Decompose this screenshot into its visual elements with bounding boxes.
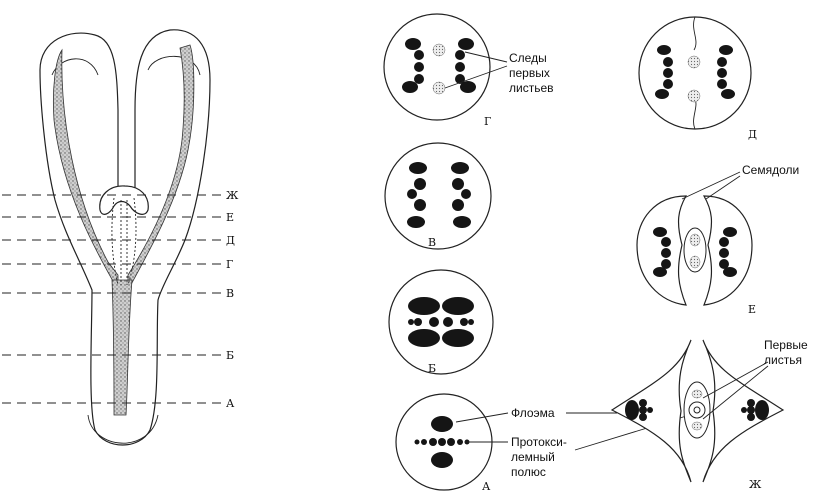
- level-label-zh: Ж: [226, 189, 239, 202]
- section-label-d: Д: [748, 128, 757, 141]
- seedling-longitudinal-section: [39, 29, 211, 446]
- level-label-v: В: [226, 287, 234, 300]
- first-leaves-annotation: Первые листья: [702, 338, 808, 420]
- section-label-a: А: [482, 480, 491, 493]
- level-label-e: Е: [226, 211, 234, 224]
- leaf-traces-line3: листьев: [509, 81, 554, 95]
- first-leaves-line1: Первые: [764, 338, 808, 352]
- level-label-d: Д: [226, 234, 235, 247]
- level-label-b: Б: [226, 349, 234, 362]
- section-d: Д: [638, 16, 757, 141]
- first-leaves-line2: листья: [764, 353, 802, 367]
- section-label-g: Г: [484, 115, 491, 128]
- cotyledons-annotation: Семядоли: [681, 163, 799, 200]
- section-label-b: Б: [428, 362, 436, 375]
- section-level-lines: [2, 194, 222, 404]
- protoxylem-line1: Протокси-: [511, 435, 567, 449]
- section-b: Б: [388, 269, 494, 375]
- level-label-a: А: [226, 397, 235, 410]
- leaf-traces-line1: Следы: [509, 51, 547, 65]
- section-level-labels: Ж Е Д Г В Б А: [226, 189, 239, 410]
- section-e: Е: [636, 195, 756, 316]
- phloem-annotation: Флоэма: [455, 406, 617, 423]
- section-a: А: [395, 393, 493, 493]
- protoxylem-line3: полюс: [511, 465, 546, 479]
- leaf-traces-annotation: Следы первых листьев: [444, 51, 554, 95]
- section-label-v: В: [428, 236, 436, 249]
- section-label-e: Е: [748, 303, 756, 316]
- section-label-zh: Ж: [749, 478, 762, 491]
- level-label-g: Г: [226, 258, 233, 271]
- protoxylem-annotation: Протокси- лемный полюс: [465, 413, 694, 479]
- section-zh: Ж: [610, 339, 785, 491]
- leaf-traces-line2: первых: [509, 66, 550, 80]
- cotyledons-label: Семядоли: [742, 163, 799, 177]
- section-g: Г: [383, 13, 491, 128]
- phloem-label: Флоэма: [511, 406, 555, 420]
- protoxylem-line2: лемный: [511, 450, 555, 464]
- section-v: В: [384, 142, 492, 250]
